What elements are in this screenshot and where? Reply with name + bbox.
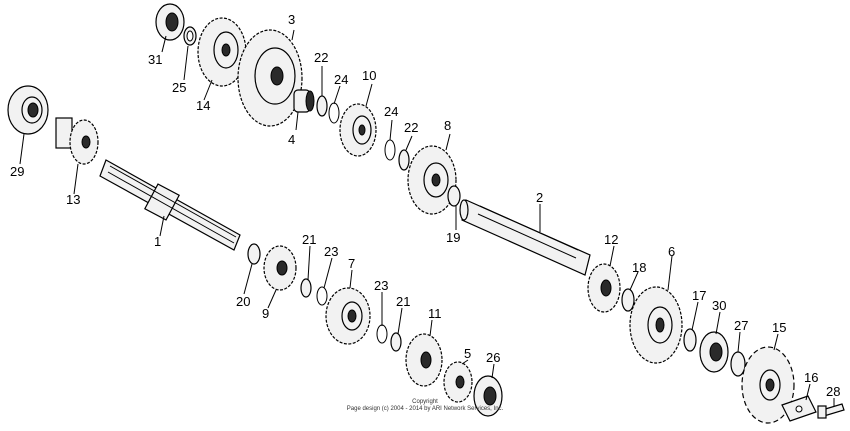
callout-7: 7	[348, 256, 355, 271]
washer-19[interactable]	[447, 185, 461, 207]
callout-26: 26	[486, 350, 500, 365]
callout-24a: 24	[334, 72, 348, 87]
washer-17[interactable]	[683, 328, 697, 352]
gear-12[interactable]	[587, 263, 621, 313]
gear-7[interactable]	[325, 287, 371, 345]
callout-23a: 23	[324, 244, 338, 259]
washer-18[interactable]	[621, 288, 635, 312]
callout-29: 29	[10, 164, 24, 179]
washer-25[interactable]	[183, 26, 197, 46]
bolt-28[interactable]	[817, 403, 845, 419]
callout-22b: 22	[404, 120, 418, 135]
callout-3: 3	[288, 12, 295, 27]
washer-20[interactable]	[247, 243, 261, 265]
callout-8: 8	[444, 118, 451, 133]
callout-10: 10	[362, 68, 376, 83]
callout-21b: 21	[396, 294, 410, 309]
gear-11[interactable]	[405, 333, 443, 387]
countershaft-2[interactable]	[459, 199, 591, 276]
callout-14: 14	[196, 98, 210, 113]
washer-22-upper[interactable]	[316, 95, 328, 117]
clip-23-upper[interactable]	[316, 286, 328, 306]
callout-18: 18	[632, 260, 646, 275]
clip-24-lower[interactable]	[384, 139, 396, 161]
plate-16[interactable]	[781, 395, 817, 422]
bearing-26[interactable]	[473, 375, 503, 417]
gear-14[interactable]	[197, 17, 247, 87]
copyright-line-2: Page design (c) 2004 - 2014 by ARI Netwo…	[347, 406, 504, 412]
callout-6: 6	[668, 244, 675, 259]
callout-30: 30	[712, 298, 726, 313]
callout-12: 12	[604, 232, 618, 247]
callout-11: 11	[428, 306, 442, 321]
callout-19: 19	[446, 230, 460, 245]
bearing-29[interactable]	[7, 85, 49, 135]
callout-5: 5	[464, 346, 471, 361]
sprocket-15[interactable]	[741, 346, 795, 424]
gear-13[interactable]	[55, 117, 99, 165]
callout-21a: 21	[302, 232, 316, 247]
gear-8[interactable]	[407, 145, 457, 215]
callout-15: 15	[772, 320, 786, 335]
bearing-30[interactable]	[699, 331, 729, 373]
callout-9: 9	[262, 306, 269, 321]
washer-22-lower[interactable]	[398, 149, 410, 171]
bushing-4[interactable]	[293, 89, 315, 113]
washer-21-upper[interactable]	[300, 278, 312, 298]
clip-23-lower[interactable]	[376, 324, 388, 344]
callout-1: 1	[154, 234, 161, 249]
callout-24b: 24	[384, 104, 398, 119]
bearing-31[interactable]	[155, 3, 185, 41]
callout-17: 17	[692, 288, 706, 303]
copyright-line-1: Copyright	[412, 399, 438, 405]
callout-16: 16	[804, 370, 818, 385]
gear-6[interactable]	[629, 286, 683, 364]
gear-9[interactable]	[263, 245, 297, 291]
callout-2: 2	[536, 190, 543, 205]
callout-31: 31	[148, 52, 162, 67]
clip-24-upper[interactable]	[328, 102, 340, 124]
gear-5[interactable]	[443, 361, 473, 403]
callout-28: 28	[826, 384, 840, 399]
copyright-notice: Copyright Page design (c) 2004 - 2014 by…	[347, 399, 504, 412]
callout-27: 27	[734, 318, 748, 333]
callout-labels: 31 25 14 3 4 22 24 10 24 22 8 29 13 1 19…	[10, 12, 840, 399]
gear-10[interactable]	[339, 103, 377, 157]
callout-20: 20	[236, 294, 250, 309]
callout-25: 25	[172, 80, 186, 95]
leader-lines	[19, 29, 835, 406]
callout-4: 4	[288, 132, 295, 147]
washer-21-lower[interactable]	[390, 332, 402, 352]
callout-13: 13	[66, 192, 80, 207]
callout-22a: 22	[314, 50, 328, 65]
gear-3[interactable]	[237, 29, 303, 127]
callout-23b: 23	[374, 278, 388, 293]
mainshaft-1[interactable]	[99, 159, 241, 251]
